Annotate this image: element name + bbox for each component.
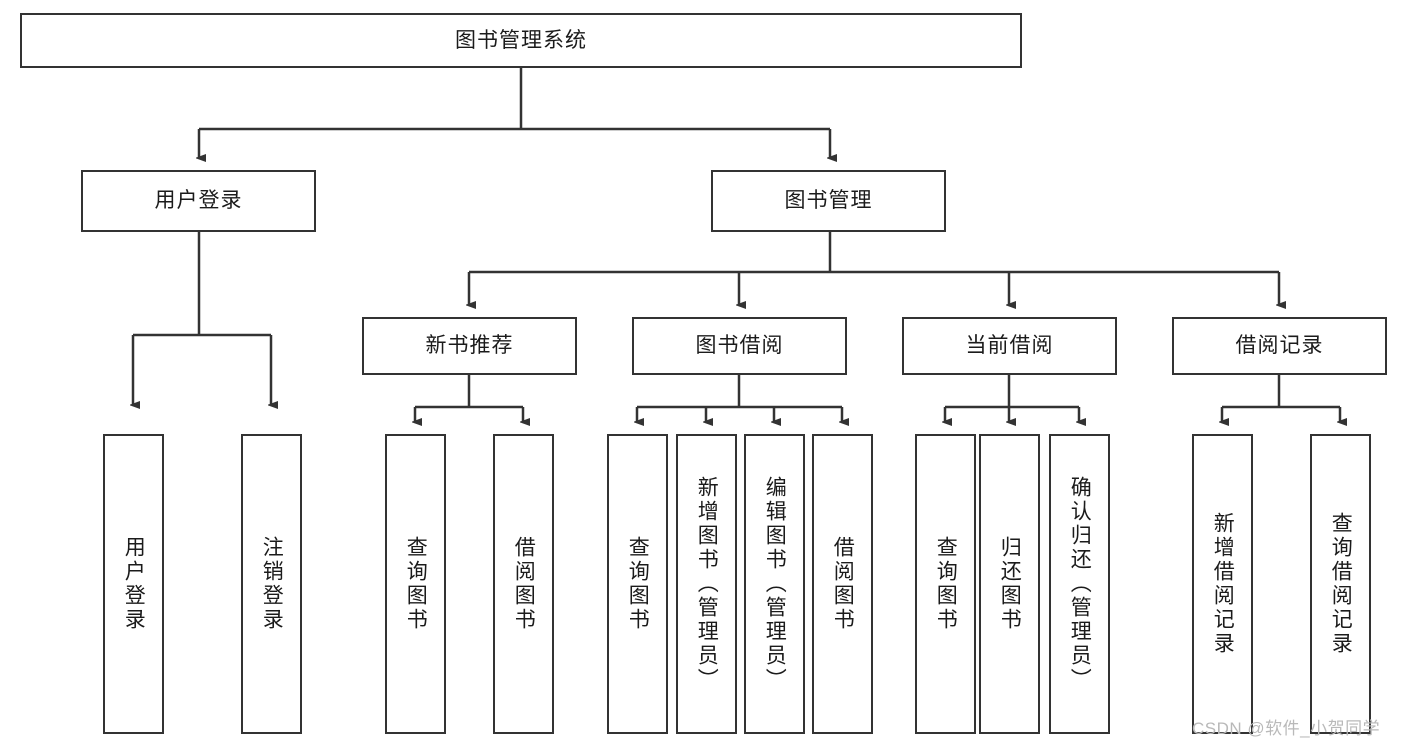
node-label: 查询图书: [934, 536, 958, 632]
node-label: 查询图书: [404, 536, 428, 632]
node-book-management[interactable]: 图书管理: [711, 170, 946, 232]
leaf-book-borrow-edit-book-admin[interactable]: 编辑图书（管理员）: [744, 434, 805, 734]
node-new-book-recommend[interactable]: 新书推荐: [362, 317, 577, 375]
node-label: 当前借阅: [965, 334, 1054, 358]
node-label: 新增图书（管理员）: [695, 476, 719, 692]
csdn-watermark: CSDN @软件_小贺同学: [1192, 719, 1381, 738]
node-book-borrow[interactable]: 图书借阅: [632, 317, 847, 375]
node-label: 新增借阅记录: [1211, 512, 1235, 656]
leaf-book-borrow-borrow-book[interactable]: 借阅图书: [812, 434, 873, 734]
leaf-new-book-query-book[interactable]: 查询图书: [385, 434, 446, 734]
node-label: 归还图书: [998, 536, 1022, 632]
node-label: 借阅图书: [512, 536, 536, 632]
node-label: 图书借阅: [695, 334, 784, 358]
node-label: 确认归还（管理员）: [1068, 476, 1092, 692]
leaf-current-borrow-return-book[interactable]: 归还图书: [979, 434, 1040, 734]
node-root-book-management-system[interactable]: 图书管理系统: [20, 13, 1022, 68]
leaf-user-login-login[interactable]: 用户登录: [103, 434, 164, 734]
node-current-borrow[interactable]: 当前借阅: [902, 317, 1117, 375]
leaf-current-borrow-query-book[interactable]: 查询图书: [915, 434, 976, 734]
node-label: 用户登录: [154, 189, 243, 213]
node-borrow-record[interactable]: 借阅记录: [1172, 317, 1387, 375]
node-user-login[interactable]: 用户登录: [81, 170, 316, 232]
node-label: 图书管理系统: [455, 28, 587, 52]
leaf-new-book-borrow-book[interactable]: 借阅图书: [493, 434, 554, 734]
node-label: 注销登录: [260, 536, 284, 632]
node-label: 查询借阅记录: [1329, 512, 1353, 656]
node-label: 新书推荐: [425, 334, 514, 358]
node-label: 借阅图书: [831, 536, 855, 632]
node-label: 图书管理: [784, 189, 873, 213]
node-label: 用户登录: [122, 536, 146, 632]
leaf-book-borrow-add-book-admin[interactable]: 新增图书（管理员）: [676, 434, 737, 734]
leaf-borrow-record-query-record[interactable]: 查询借阅记录: [1310, 434, 1371, 734]
node-label: 借阅记录: [1235, 334, 1324, 358]
leaf-book-borrow-query-book[interactable]: 查询图书: [607, 434, 668, 734]
node-label: 查询图书: [626, 536, 650, 632]
node-label: 编辑图书（管理员）: [763, 476, 787, 692]
leaf-user-login-logout[interactable]: 注销登录: [241, 434, 302, 734]
leaf-current-borrow-confirm-return-admin[interactable]: 确认归还（管理员）: [1049, 434, 1110, 734]
leaf-borrow-record-add-record[interactable]: 新增借阅记录: [1192, 434, 1253, 734]
